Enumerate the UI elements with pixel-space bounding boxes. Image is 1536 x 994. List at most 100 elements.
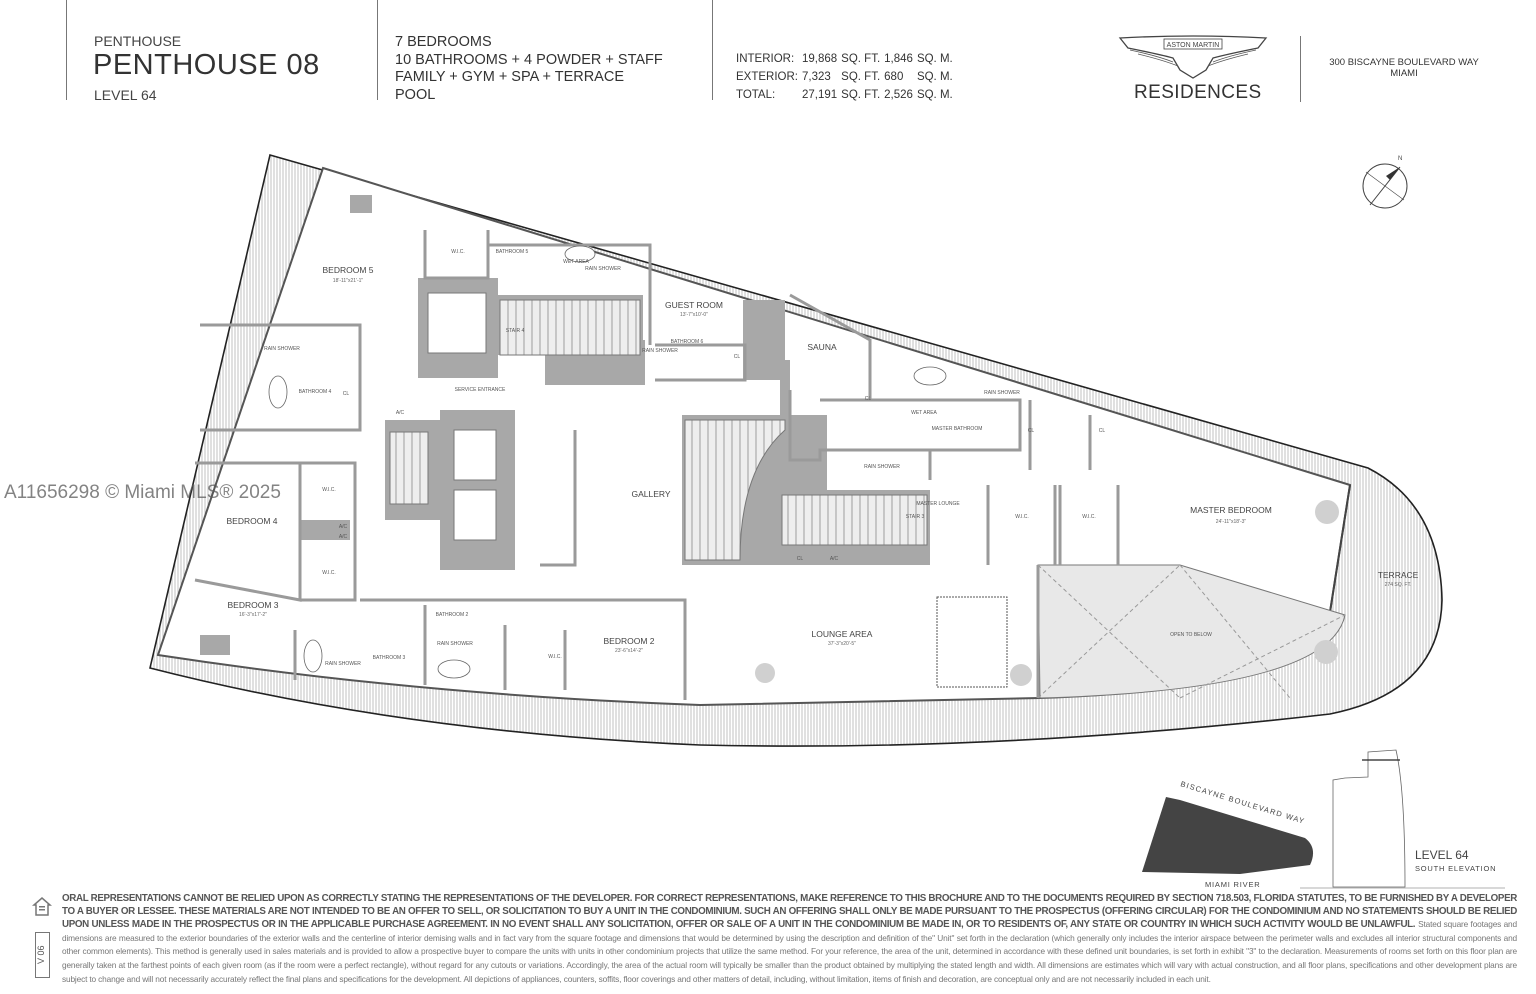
key-plan-footprint: [1142, 797, 1314, 874]
room-label-wic: W.I.C.: [451, 249, 465, 255]
feature-line: FAMILY + GYM + SPA + TERRACE: [395, 69, 624, 85]
room-label-bathroom-6: BATHROOM 6: [671, 339, 704, 345]
disclaimer-fine-print: Stated square footages and dimensions ar…: [62, 919, 1517, 984]
room-label-rain-shower: RAIN SHOWER: [437, 641, 473, 647]
elevators: [389, 292, 497, 541]
area-sqm: 680: [884, 71, 904, 83]
unit-level: LEVEL 64: [94, 87, 157, 103]
room-dims: 274 SQ. FT.: [1385, 582, 1412, 588]
room-label-bedroom-4: BEDROOM 4: [226, 516, 277, 526]
room-label-closet: CL: [734, 354, 741, 360]
room-label-closet: CL: [343, 391, 350, 397]
room-label-wic: W.I.C.: [1082, 514, 1096, 520]
room-label-gallery: GALLERY: [631, 489, 670, 499]
room-label-master-bathroom: MASTER BATHROOM: [932, 426, 983, 432]
brand-name: RESIDENCES: [1134, 82, 1262, 103]
room-label-bedroom-5: BEDROOM 5: [322, 265, 373, 275]
room-label-wic: W.I.C.: [1015, 514, 1029, 520]
columns: [755, 500, 1339, 686]
room-label-rain-shower: RAIN SHOWER: [585, 266, 621, 272]
room-label-rain-shower: RAIN SHOWER: [984, 390, 1020, 396]
feature-line: 7 BEDROOMS: [395, 34, 492, 50]
area-sqft: 19,868: [801, 53, 838, 65]
room-label-bedroom-3: BEDROOM 3: [227, 600, 278, 610]
feature-line: 10 BATHROOMS + 4 POWDER + STAFF: [395, 51, 663, 68]
room-label-rain-shower: RAIN SHOWER: [864, 464, 900, 470]
room-label-wet-area: WET AREA: [563, 259, 589, 265]
room-label-lounge-area: LOUNGE AREA: [812, 629, 873, 639]
room-label-rain-shower: RAIN SHOWER: [642, 348, 678, 354]
legal-disclaimer: ORAL REPRESENTATIONS CANNOT BE RELIED UP…: [62, 893, 1517, 986]
room-label-bedroom-2: BEDROOM 2: [603, 636, 654, 646]
address-line: MIAMI: [1390, 68, 1418, 79]
area-unit: SQ. FT.: [841, 71, 881, 83]
room-label-rain-shower: RAIN SHOWER: [264, 346, 300, 352]
room-label-open-to-below: OPEN TO BELOW: [1170, 632, 1212, 638]
room-label-closet: CL: [1099, 428, 1106, 434]
room-label-service-entrance: SERVICE ENTRANCE: [455, 387, 506, 393]
area-unit: SQ. M.: [916, 71, 953, 83]
room-label-stair-3: STAIR 3: [906, 514, 925, 520]
key-plan-level: LEVEL 64: [1415, 848, 1469, 862]
area-row-interior: INTERIOR: 19,868 SQ. FT. 1,846 SQ. M.: [736, 50, 957, 68]
south-elevation-drawing: [1332, 749, 1406, 888]
north-compass-icon: N: [1362, 156, 1408, 209]
key-plan: BISCAYNE BOULEVARD WAY MIAMI RIVER LEVEL…: [1142, 749, 1505, 889]
area-label: TOTAL:: [736, 89, 776, 101]
unit-name: PENTHOUSE 08: [93, 49, 320, 81]
address: 300 BISCAYNE BOULEVARD WAY MIAMI: [1320, 57, 1488, 79]
stair-3: [781, 494, 928, 546]
lounge-stair: [936, 596, 1008, 688]
area-unit: SQ. FT.: [841, 53, 881, 65]
unit-category: PENTHOUSE: [94, 33, 182, 49]
floor-plan: N: [149, 154, 1505, 889]
room-label-bathroom-4: BATHROOM 4: [299, 389, 332, 395]
room-label-ac: A/C: [339, 534, 348, 540]
feature-line: POOL: [395, 86, 436, 103]
partition-walls: [194, 230, 1120, 700]
open-to-below-void: [1037, 564, 1346, 699]
disclaimer-bold: ORAL REPRESENTATIONS CANNOT BE RELIED UP…: [62, 893, 1517, 931]
room-dims: 23'-6"x14'-2": [615, 648, 643, 654]
north-label: N: [1398, 156, 1402, 162]
equal-housing-opportunity-icon: [32, 897, 52, 916]
area-row-total: TOTAL: 27,191 SQ. FT. 2,526 SQ. M.: [736, 86, 957, 104]
key-plan-river: MIAMI RIVER: [1205, 880, 1260, 889]
aston-martin-wings-logo: ASTON MARTIN: [1118, 35, 1268, 79]
room-label-wic: W.I.C.: [548, 654, 562, 660]
room-label-guest-room: GUEST ROOM: [665, 300, 723, 310]
unit-features: 7 BEDROOMS 10 BATHROOMS + 4 POWDER + STA…: [395, 34, 663, 104]
room-label-ac: A/C: [830, 556, 839, 562]
version-label: V 06: [35, 932, 50, 978]
room-label-bathroom-3: BATHROOM 3: [373, 655, 406, 661]
area-row-exterior: EXTERIOR: 7,323 SQ. FT. 680 SQ. M.: [736, 68, 957, 86]
room-label-closet: CL: [1028, 428, 1035, 434]
bathtubs: [268, 245, 947, 679]
area-unit: SQ. M.: [916, 53, 953, 65]
room-dims: 16'-3"x17'-2": [239, 612, 267, 618]
header-divider: [712, 0, 713, 100]
room-dims: 24'-11"x18'-3": [1216, 519, 1247, 525]
header-divider: [377, 0, 378, 100]
address-line: 300 BISCAYNE BOULEVARD WAY: [1329, 57, 1479, 68]
key-plan-elevation: SOUTH ELEVATION: [1415, 864, 1496, 873]
area-sqm: 2,526: [884, 89, 913, 101]
room-label-wet-area: WET AREA: [911, 410, 937, 416]
area-sqm: 1,846: [884, 53, 913, 65]
room-dims: 13'-7"x10'-0": [680, 312, 708, 318]
room-dims: 37'-3"x20'-5": [828, 641, 856, 647]
terrace-glass: [1329, 484, 1351, 613]
area-unit: SQ. M.: [916, 89, 953, 101]
logo-text: ASTON MARTIN: [1167, 42, 1220, 49]
room-label-wic: W.I.C.: [322, 487, 336, 493]
area-sqft: 7,323: [801, 71, 831, 83]
room-labels: BEDROOM 5 18'-11"x21'-1" W.I.C. BATHROOM…: [226, 249, 1418, 667]
room-label-bathroom-2: BATHROOM 2: [436, 612, 469, 618]
area-label: EXTERIOR:: [736, 71, 798, 83]
mls-watermark: A11656298 © Miami MLS® 2025: [4, 482, 281, 503]
spiral-stair: [684, 419, 786, 561]
room-label-master-bedroom: MASTER BEDROOM: [1190, 505, 1272, 515]
room-label-terrace: TERRACE: [1378, 570, 1419, 580]
room-label-wic: W.I.C.: [322, 570, 336, 576]
stair-4: [499, 299, 641, 356]
